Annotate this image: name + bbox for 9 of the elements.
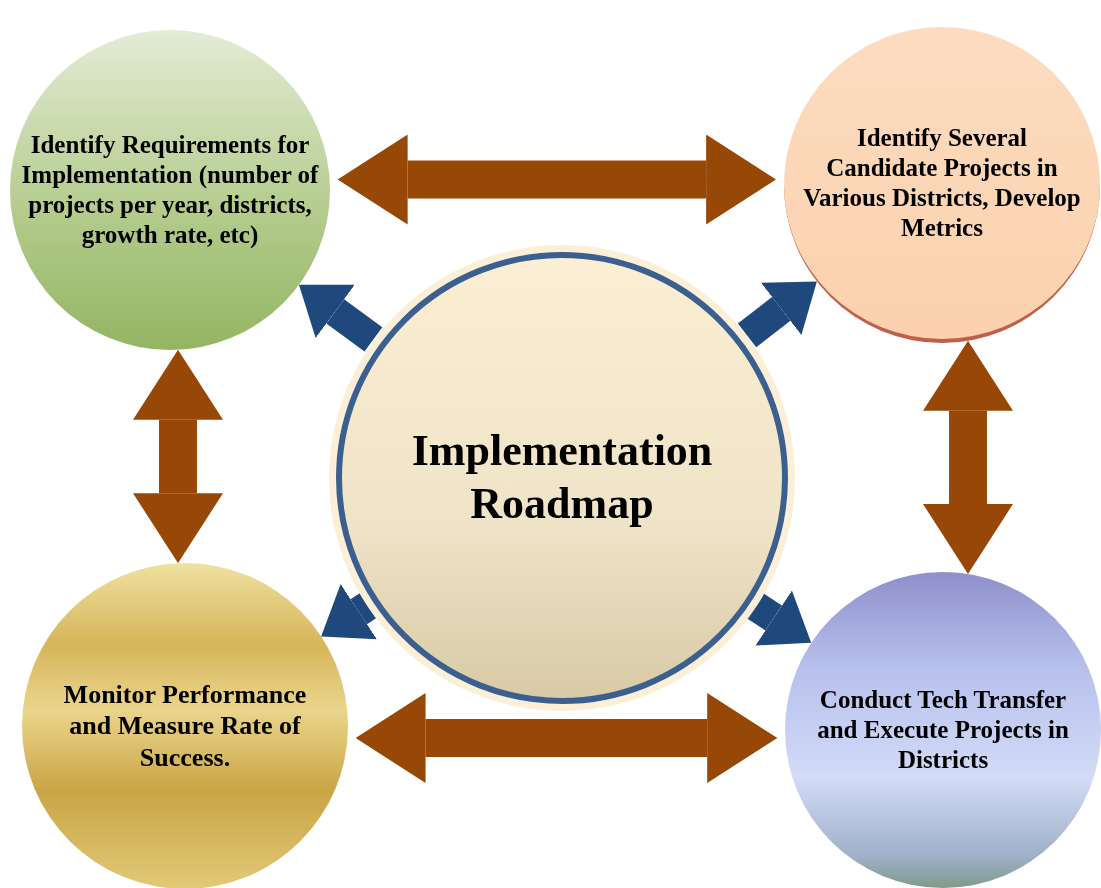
- double-arrow: [923, 340, 1013, 574]
- double-arrow: [337, 134, 777, 225]
- step-text: Monitor Performance and Measure Rate of Success.: [62, 679, 308, 773]
- title-text: Implementation Roadmap: [410, 425, 714, 530]
- step-text: Identify Several Candidate Projects in Various Districts, Develop Metrics: [802, 123, 1082, 243]
- step-text: Identify Requirements for Implementation (number of projects per year, districts, growth rate, etc): [20, 130, 320, 250]
- double-arrow: [355, 693, 778, 783]
- double-arrow: [133, 349, 223, 564]
- step-text: Conduct Tech Transfer and Execute Projects in Districts: [816, 685, 1070, 775]
